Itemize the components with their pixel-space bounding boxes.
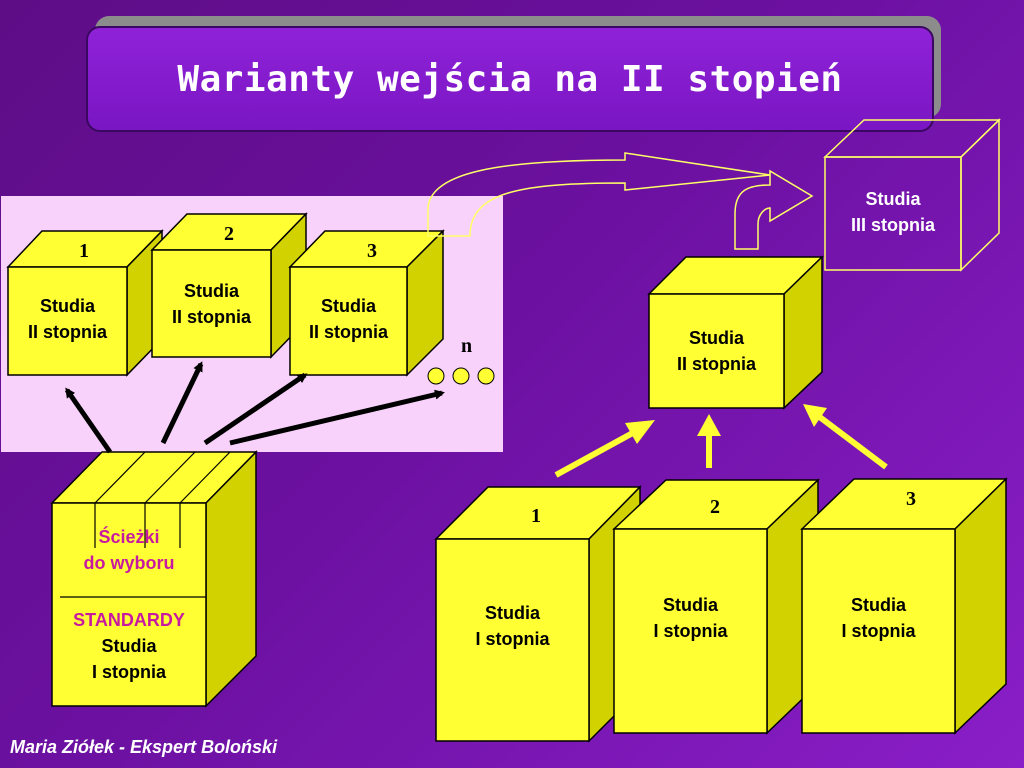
- left-cube-1: [6, 229, 164, 377]
- bottom-cube-2-line2: I stopnia: [653, 621, 728, 641]
- bottom-cube-3: [800, 477, 1008, 735]
- paths-line2: do wyboru: [83, 553, 175, 573]
- left-cube-2-number: 2: [224, 223, 234, 245]
- cube-ii-label: Studia II stopnia: [649, 325, 784, 377]
- standards-studia: Studia: [101, 636, 157, 656]
- bottom-cube-1-number: 1: [531, 505, 541, 527]
- bottom-cube-2-label: Studia I stopnia: [614, 592, 767, 644]
- paths-line1: Ścieżki: [98, 527, 160, 547]
- title-box: Warianty wejścia na II stopień: [86, 26, 934, 132]
- bottom-cube-3-number: 3: [906, 488, 916, 510]
- curved-arrow-left: [427, 152, 771, 237]
- more-label: n: [461, 335, 473, 357]
- paths-cube: [50, 450, 258, 708]
- bottom-cube-2-line1: Studia: [662, 595, 718, 615]
- cube-ii-stopnia: [647, 255, 824, 410]
- paths-label: Ścieżki do wyboru: [52, 524, 206, 576]
- standards-stopnia: I stopnia: [91, 662, 166, 682]
- left-cube-3-line2: II stopnia: [308, 322, 388, 342]
- bottom-cube-1-line2: I stopnia: [475, 629, 550, 649]
- left-cube-3-label: Studia II stopnia: [290, 293, 407, 345]
- left-cube-2-label: Studia II stopnia: [152, 278, 271, 330]
- left-cube-2-line2: II stopnia: [171, 307, 251, 327]
- left-cube-1-line2: II stopnia: [27, 322, 107, 342]
- cube-ii-line1: Studia: [688, 328, 744, 348]
- more-dot-3: [477, 367, 495, 385]
- left-cube-3-line1: Studia: [320, 296, 376, 316]
- yellow-arrows: [554, 404, 888, 478]
- standards-label: STANDARDY Studia I stopnia: [52, 607, 206, 685]
- bottom-cube-3-line1: Studia: [850, 595, 906, 615]
- standards-text: STANDARDY: [73, 610, 185, 630]
- bottom-cube-3-line2: I stopnia: [841, 621, 916, 641]
- slide-title: Warianty wejścia na II stopień: [177, 58, 843, 100]
- bottom-cube-2-number: 2: [710, 496, 720, 518]
- bottom-cube-1-line1: Studia: [484, 603, 540, 623]
- more-dot-2: [452, 367, 470, 385]
- cube-iii-line2: III stopnia: [850, 215, 935, 235]
- left-cube-1-number: 1: [79, 240, 89, 262]
- left-cube-2-line1: Studia: [183, 281, 239, 301]
- cube-iii-line1: Studia: [865, 189, 921, 209]
- curved-arrow-right: [734, 169, 814, 250]
- cube-iii-label: Studia III stopnia: [825, 186, 961, 238]
- more-dot-1: [427, 367, 445, 385]
- left-cube-1-label: Studia II stopnia: [8, 293, 127, 345]
- path-arrows: [64, 361, 445, 454]
- bottom-cube-2: [612, 478, 820, 735]
- bottom-cube-1-label: Studia I stopnia: [436, 600, 589, 652]
- left-cube-3: [288, 229, 445, 377]
- cube-iii-stopnia: [823, 118, 1001, 272]
- author-footer: Maria Ziółek - Ekspert Boloński: [10, 737, 278, 757]
- bottom-cube-3-label: Studia I stopnia: [802, 592, 955, 644]
- left-cube-3-number: 3: [367, 240, 377, 262]
- cube-ii-line2: II stopnia: [676, 354, 756, 374]
- left-cube-1-line1: Studia: [39, 296, 95, 316]
